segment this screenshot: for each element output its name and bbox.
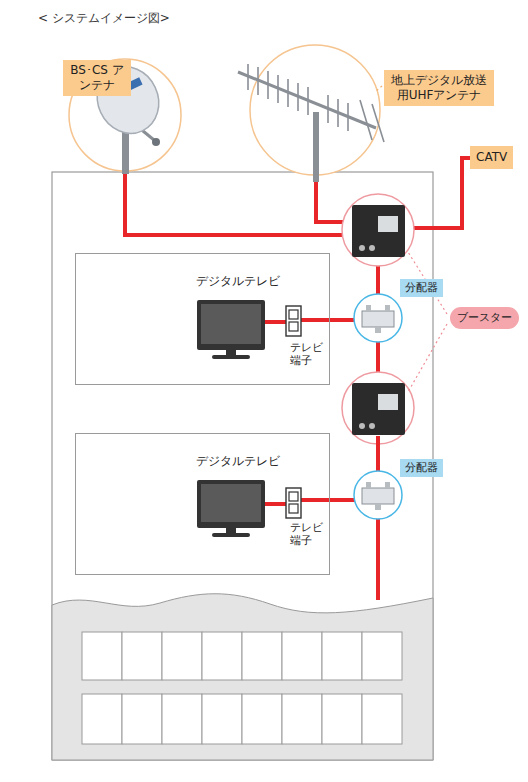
diagram-title: < システムイメージ図> [38,10,170,27]
callout-text: 地上デジタル放送 用UHFアンテナ [389,73,489,103]
catv-callout: CATV [470,146,513,169]
splitter [362,305,394,333]
callout-text: 分配器 [405,281,438,295]
splitter-circle [354,471,402,519]
callout-text: CATV [476,150,507,165]
booster [352,205,405,257]
splitter [362,482,394,510]
room-ground [75,433,330,575]
booster-circle [342,194,414,266]
booster [352,383,405,435]
splitter-label: 分配器 [400,459,443,477]
tv-terminal [286,306,301,336]
callout-text: BS･CS アンテナ [68,63,126,93]
coax-cable [125,158,470,600]
room-ground [75,253,330,385]
leader-line [375,86,447,392]
coax-cable [376,436,380,471]
splitter-label: 分配器 [400,279,443,297]
terminal-label: テレビ 端子 [290,521,326,547]
antenna-callout: BS･CS アンテナ [63,60,131,96]
uhf-yagi-antenna [238,64,384,182]
booster-label: ブースター [450,307,519,329]
tv-label: デジタルテレビ [196,274,280,288]
building-lower-floors [52,594,433,760]
building-outline [52,172,433,760]
digital-tv [197,480,265,537]
callout-text: ブースター [457,311,512,325]
tv-terminal [286,488,301,518]
room: デジタルテレビテレビ 端子 [75,253,330,385]
callout-text: 分配器 [405,461,438,475]
terminal-label: テレビ 端子 [290,341,326,367]
antenna-callout: 地上デジタル放送 用UHFアンテナ [384,70,494,106]
splitter-circle [354,294,402,342]
windows [82,632,402,744]
booster-circle [342,372,414,444]
room: デジタルテレビテレビ 端子 [75,433,330,575]
tv-label: デジタルテレビ [196,454,280,468]
digital-tv [197,300,265,359]
